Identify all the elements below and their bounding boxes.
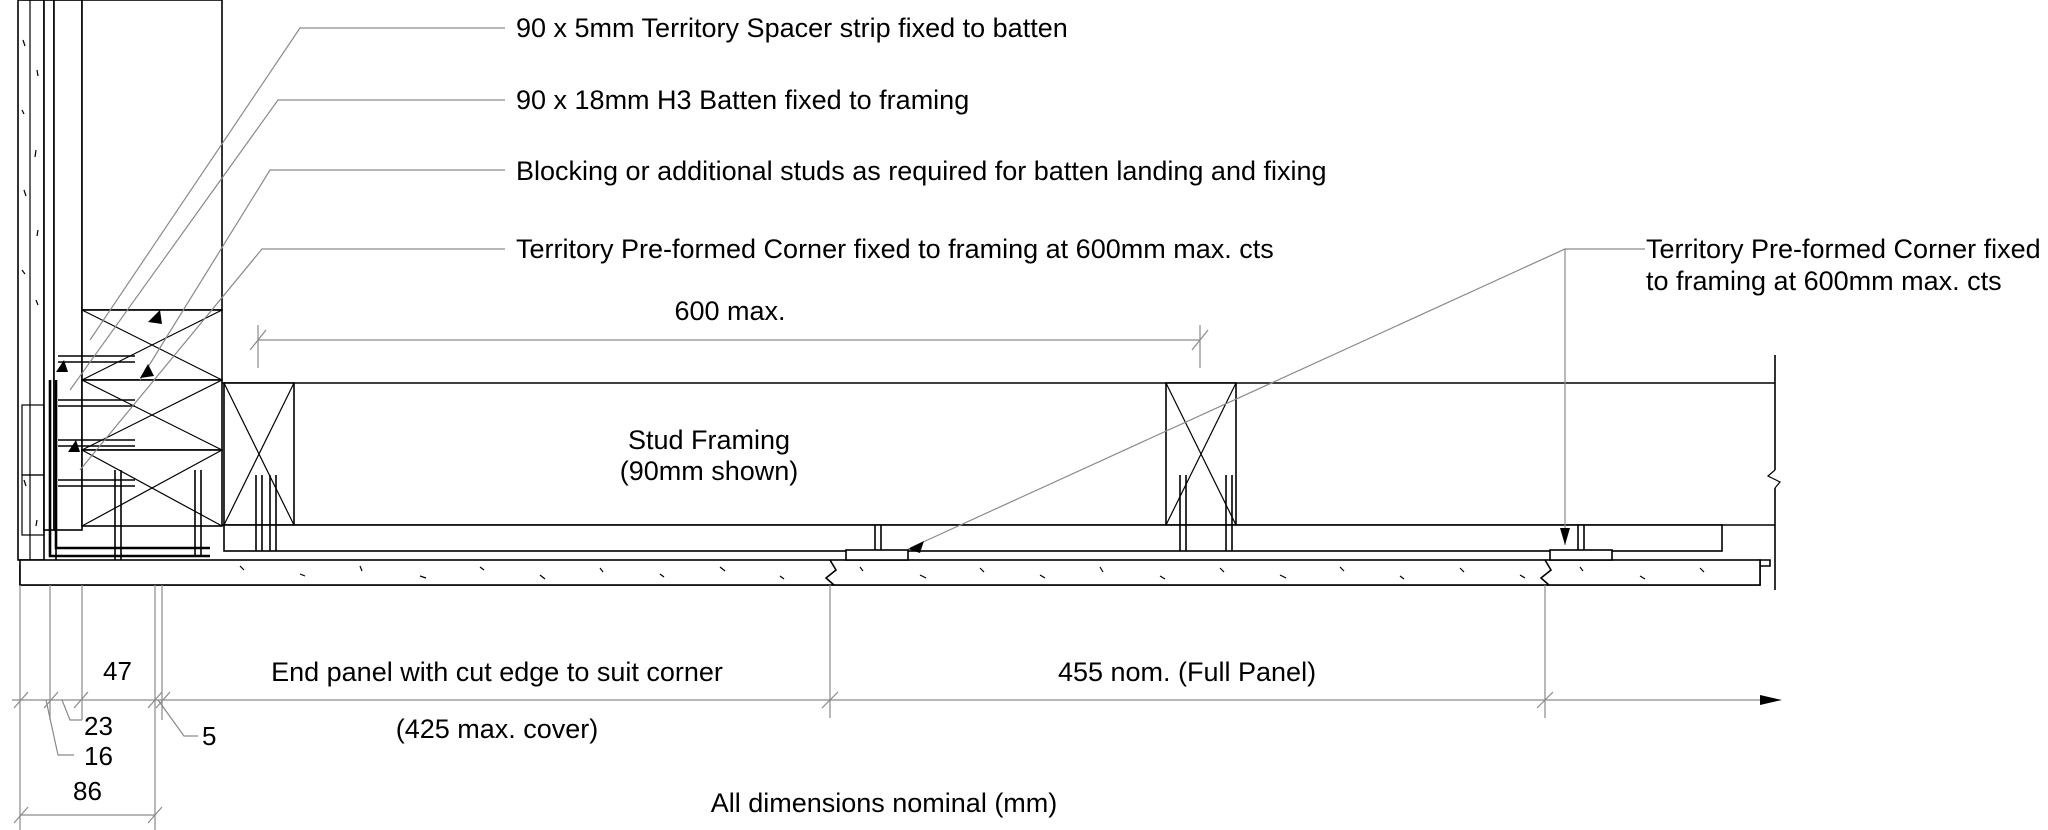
label-stud-framing-line2: (90mm shown) (620, 456, 799, 486)
panel-hatch-vertical (21, 39, 39, 527)
panel-joint-2 (1539, 525, 1613, 586)
leader-lines (56, 27, 1645, 553)
callout-batten: 90 x 18mm H3 Batten fixed to framing (516, 85, 969, 115)
dim-86: 86 (73, 776, 102, 806)
leader-blocking (139, 169, 505, 381)
label-stud-span: 600 max. (674, 296, 785, 326)
stud-nails (255, 475, 1233, 551)
panel-joint-1 (824, 525, 909, 586)
vertical-stud-framing (81, 0, 223, 311)
dim-16: 16 (84, 741, 113, 771)
dim-47: 47 (103, 656, 132, 686)
leader-corner-left (79, 248, 505, 471)
label-full-panel: 455 nom. (Full Panel) (1058, 657, 1316, 687)
dimension-lines (12, 325, 1782, 830)
leader-batten (69, 99, 505, 391)
label-stud-framing-line1: Stud Framing (628, 425, 790, 455)
label-end-panel-cover: (425 max. cover) (396, 714, 599, 744)
callout-corner-right-line2: to framing at 600mm max. cts (1646, 266, 2002, 296)
horizontal-batten (223, 524, 1723, 552)
callout-blocking: Blocking or additional studs as required… (516, 156, 1327, 186)
horizontal-wall-assembly (19, 355, 1781, 590)
vertical-batten (53, 0, 83, 531)
leader-spacer-strip (89, 27, 505, 341)
leader-corner-right (909, 248, 1645, 549)
callout-spacer-strip: 90 x 5mm Territory Spacer strip fixed to… (516, 13, 1068, 43)
corner-screws (58, 355, 202, 585)
label-dimensions-note: All dimensions nominal (mm) (711, 788, 1058, 818)
dim-23: 23 (84, 711, 113, 741)
label-end-panel: End panel with cut edge to suit corner (271, 657, 723, 687)
callout-corner-right-line1: Territory Pre-formed Corner fixed (1646, 234, 2041, 264)
corner-wall-assembly (17, 0, 223, 585)
callout-corner-left: Territory Pre-formed Corner fixed to fra… (516, 234, 1274, 264)
dim-5: 5 (202, 721, 216, 751)
panel-hatch-horizontal (239, 565, 1705, 580)
